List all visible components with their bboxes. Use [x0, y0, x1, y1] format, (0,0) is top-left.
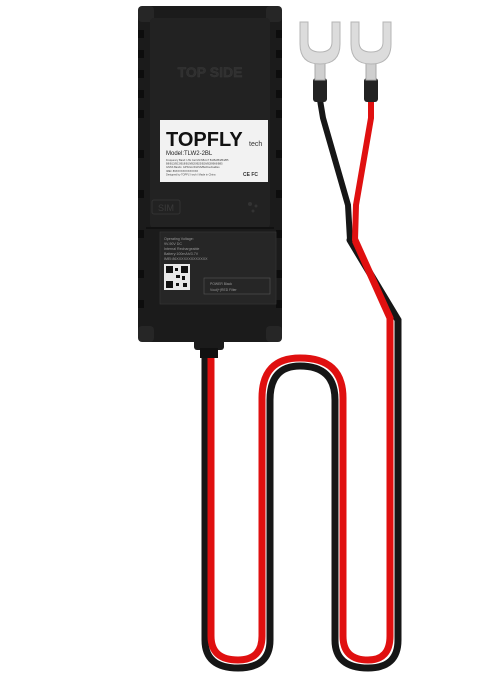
red-wire-upper [352, 97, 374, 243]
operating-line: 9V-90V DC [164, 242, 182, 246]
black-wire-loop [201, 236, 402, 672]
spec-line: Designed by TOPFLY tech / Made in China [166, 172, 216, 176]
gps-tracker-device: TOP SIDE TOPFLY tech Model:TLW2-2BL Freq… [138, 6, 282, 358]
top-side-label: TOP SIDE [178, 64, 243, 80]
brand-logo: TOPFLY [166, 129, 243, 151]
operating-line: Operating Voltage: [164, 237, 194, 241]
spec-lines: Frequency Band: LTE Cat M1/NB-IoT B1/B2/… [166, 158, 229, 176]
wire-label: POWER Black [210, 282, 232, 286]
spec-line: Frequency Band: LTE Cat M1/NB-IoT B1/B2/… [166, 158, 229, 162]
spec-line: B8/B12/B13/B18/B19/B20/B25/B26/B28/B66/B… [166, 162, 223, 166]
red-wire-loop [207, 236, 394, 664]
operating-line: IMEI:86XXXXXXXXXXXXX [164, 257, 208, 261]
operating-line: Internal Rechargeable [164, 247, 199, 251]
black-wire-upper [317, 97, 353, 243]
fork-terminal-left [299, 21, 341, 102]
sim-label: SIM [158, 203, 174, 213]
model-text: Model:TLW2-2BL [166, 151, 213, 157]
qr-code [164, 264, 190, 290]
operating-line: Battery:100mAh/3.7V [164, 252, 199, 256]
terminal-wires [317, 97, 374, 243]
spec-line: IMEI: 86XXXXXXXXXXXXX [166, 169, 198, 173]
cable-loop [201, 236, 402, 672]
spec-line: GNSS Bands: GPS/GLONASS/BeiDou/Galileo [166, 165, 220, 169]
cert-marks: CE FC [243, 172, 258, 178]
fork-terminal-right [350, 21, 392, 102]
brand-sub: tech [249, 141, 262, 148]
wire-label: Vout(+)RED Filter [210, 288, 238, 292]
sim-slot [151, 199, 181, 215]
product-label: TOPFLY tech Model:TLW2-2BL Frequency Ban… [160, 120, 268, 182]
